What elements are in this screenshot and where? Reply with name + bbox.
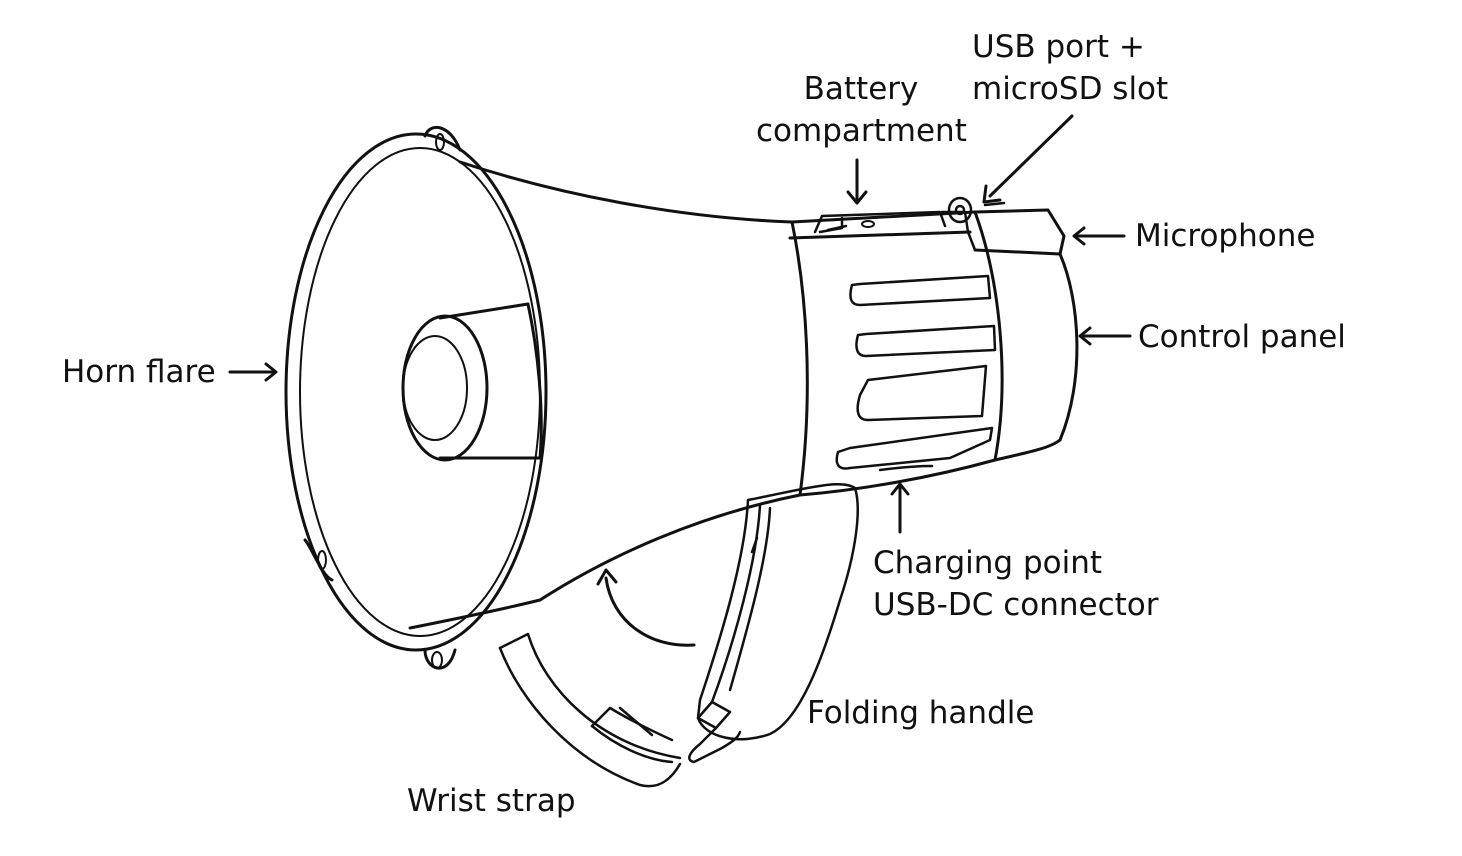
usb-port-label: USB port + microSD slot: [972, 26, 1168, 110]
charging-point: [878, 464, 934, 472]
usb-port-label-line1: USB port +: [972, 29, 1145, 65]
usb-port-arrow: [982, 114, 1074, 204]
charging-point-label-line1: Charging point: [873, 545, 1103, 581]
folding-handle-label: Folding handle: [807, 695, 1035, 731]
charging-point-arrow: [890, 482, 910, 534]
wrist-strap-label: Wrist strap: [407, 783, 576, 819]
callout-arrows: [228, 114, 1132, 647]
battery-label-line1: Battery: [803, 71, 919, 107]
battery-label: Battery compartment: [756, 68, 967, 152]
usb-port: [947, 196, 1006, 224]
folding-rotation-arrow: [596, 568, 696, 647]
horn-body: [284, 125, 809, 670]
microphone-arrow: [1072, 226, 1126, 246]
control-housing: [940, 208, 1079, 462]
microphone-label: Microphone: [1135, 218, 1316, 254]
battery-compartment: [813, 210, 947, 234]
horn-flare-label: Horn flare: [62, 354, 216, 390]
horn-flare-arrow: [228, 362, 278, 382]
battery-arrow: [846, 158, 868, 205]
charging-point-label-line2: USB-DC connector: [873, 587, 1159, 623]
grip-section: [788, 210, 1004, 497]
wrist-strap: [498, 632, 682, 788]
usb-port-label-line2: microSD slot: [972, 71, 1169, 107]
charging-point-label: Charging point USB-DC connector: [873, 542, 1158, 626]
control-panel-arrow: [1078, 326, 1132, 346]
driver-cylinder: [401, 302, 543, 462]
battery-label-line2: compartment: [756, 113, 967, 149]
control-panel-label: Control panel: [1138, 319, 1346, 355]
